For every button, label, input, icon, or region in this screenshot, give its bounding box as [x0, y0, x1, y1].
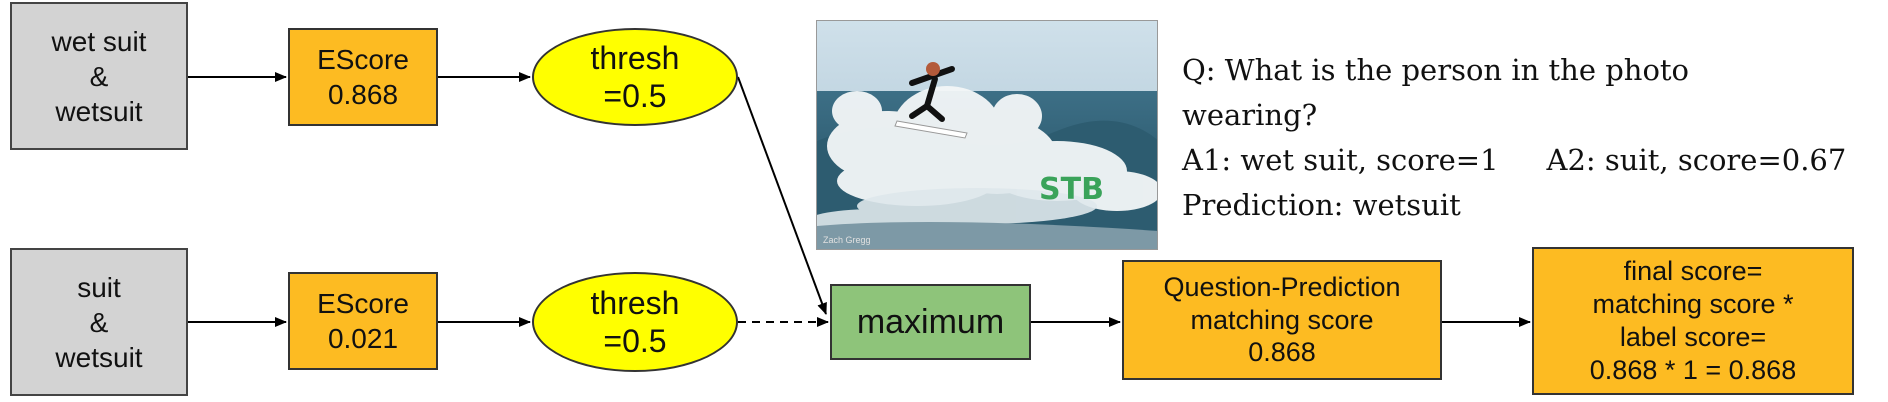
matching-score-box: Question-Prediction matching score 0.868 [1122, 260, 1442, 380]
arrow-thresh1-maximum [737, 76, 827, 315]
input-2-line2: & [89, 306, 109, 338]
watermark-text: STB [1039, 172, 1104, 207]
escore-1-label: EScore [317, 44, 409, 75]
escore-box-1: EScore 0.868 [288, 28, 438, 126]
matching-value: 0.868 [1248, 337, 1316, 368]
thresh-1-label: thresh [590, 39, 680, 76]
thresh-1-value: =0.5 [603, 78, 667, 114]
final-line4: 0.868 * 1 = 0.868 [1589, 354, 1797, 385]
final-line1: final score= [1623, 256, 1763, 287]
matching-line2: matching score [1190, 304, 1374, 335]
answer-1: A1: wet suit, score=1 [1182, 142, 1499, 177]
thresh-ellipse-1: thresh =0.5 [532, 28, 738, 126]
answers-line: A1: wet suit, score=1 A2: suit, score=0.6… [1182, 138, 1846, 183]
maximum-label: maximum [856, 302, 1005, 341]
input-1-line3: wetsuit [55, 95, 143, 127]
input-2-line1: suit [77, 271, 121, 303]
final-score-box: final score= matching score * label scor… [1532, 247, 1854, 395]
escore-box-2: EScore 0.021 [288, 272, 438, 370]
photo-credit: Zach Gregg [823, 235, 871, 245]
surfer-photo: STB Zach Gregg [816, 20, 1158, 250]
input-box-1: wet suit & wetsuit [10, 2, 188, 150]
input-1-line1: wet suit [51, 25, 147, 57]
matching-line1: Question-Prediction [1163, 271, 1401, 302]
final-line3: label score= [1619, 322, 1767, 352]
prediction-line: Prediction: wetsuit [1182, 187, 1461, 222]
escore-2-label: EScore [317, 288, 409, 319]
input-box-2: suit & wetsuit [10, 248, 188, 396]
escore-1-value: 0.868 [327, 79, 399, 110]
question-panel: Q: What is the person in the photo weari… [1182, 48, 1846, 228]
thresh-ellipse-2: thresh =0.5 [532, 272, 738, 372]
input-1-line2: & [89, 60, 109, 92]
escore-2-value: 0.021 [327, 323, 399, 354]
surfer-photo-svg: STB Zach Gregg [817, 21, 1157, 249]
thresh-2-label: thresh [590, 284, 680, 321]
answer-2: A2: suit, score=0.67 [1546, 142, 1847, 177]
question-line1: Q: What is the person in the photo [1182, 53, 1690, 87]
thresh-2-value: =0.5 [603, 323, 667, 359]
maximum-box: maximum [830, 284, 1031, 360]
input-2-line3: wetsuit [55, 341, 143, 373]
final-line2: matching score * [1592, 289, 1794, 320]
question-line2: wearing? [1182, 97, 1318, 132]
